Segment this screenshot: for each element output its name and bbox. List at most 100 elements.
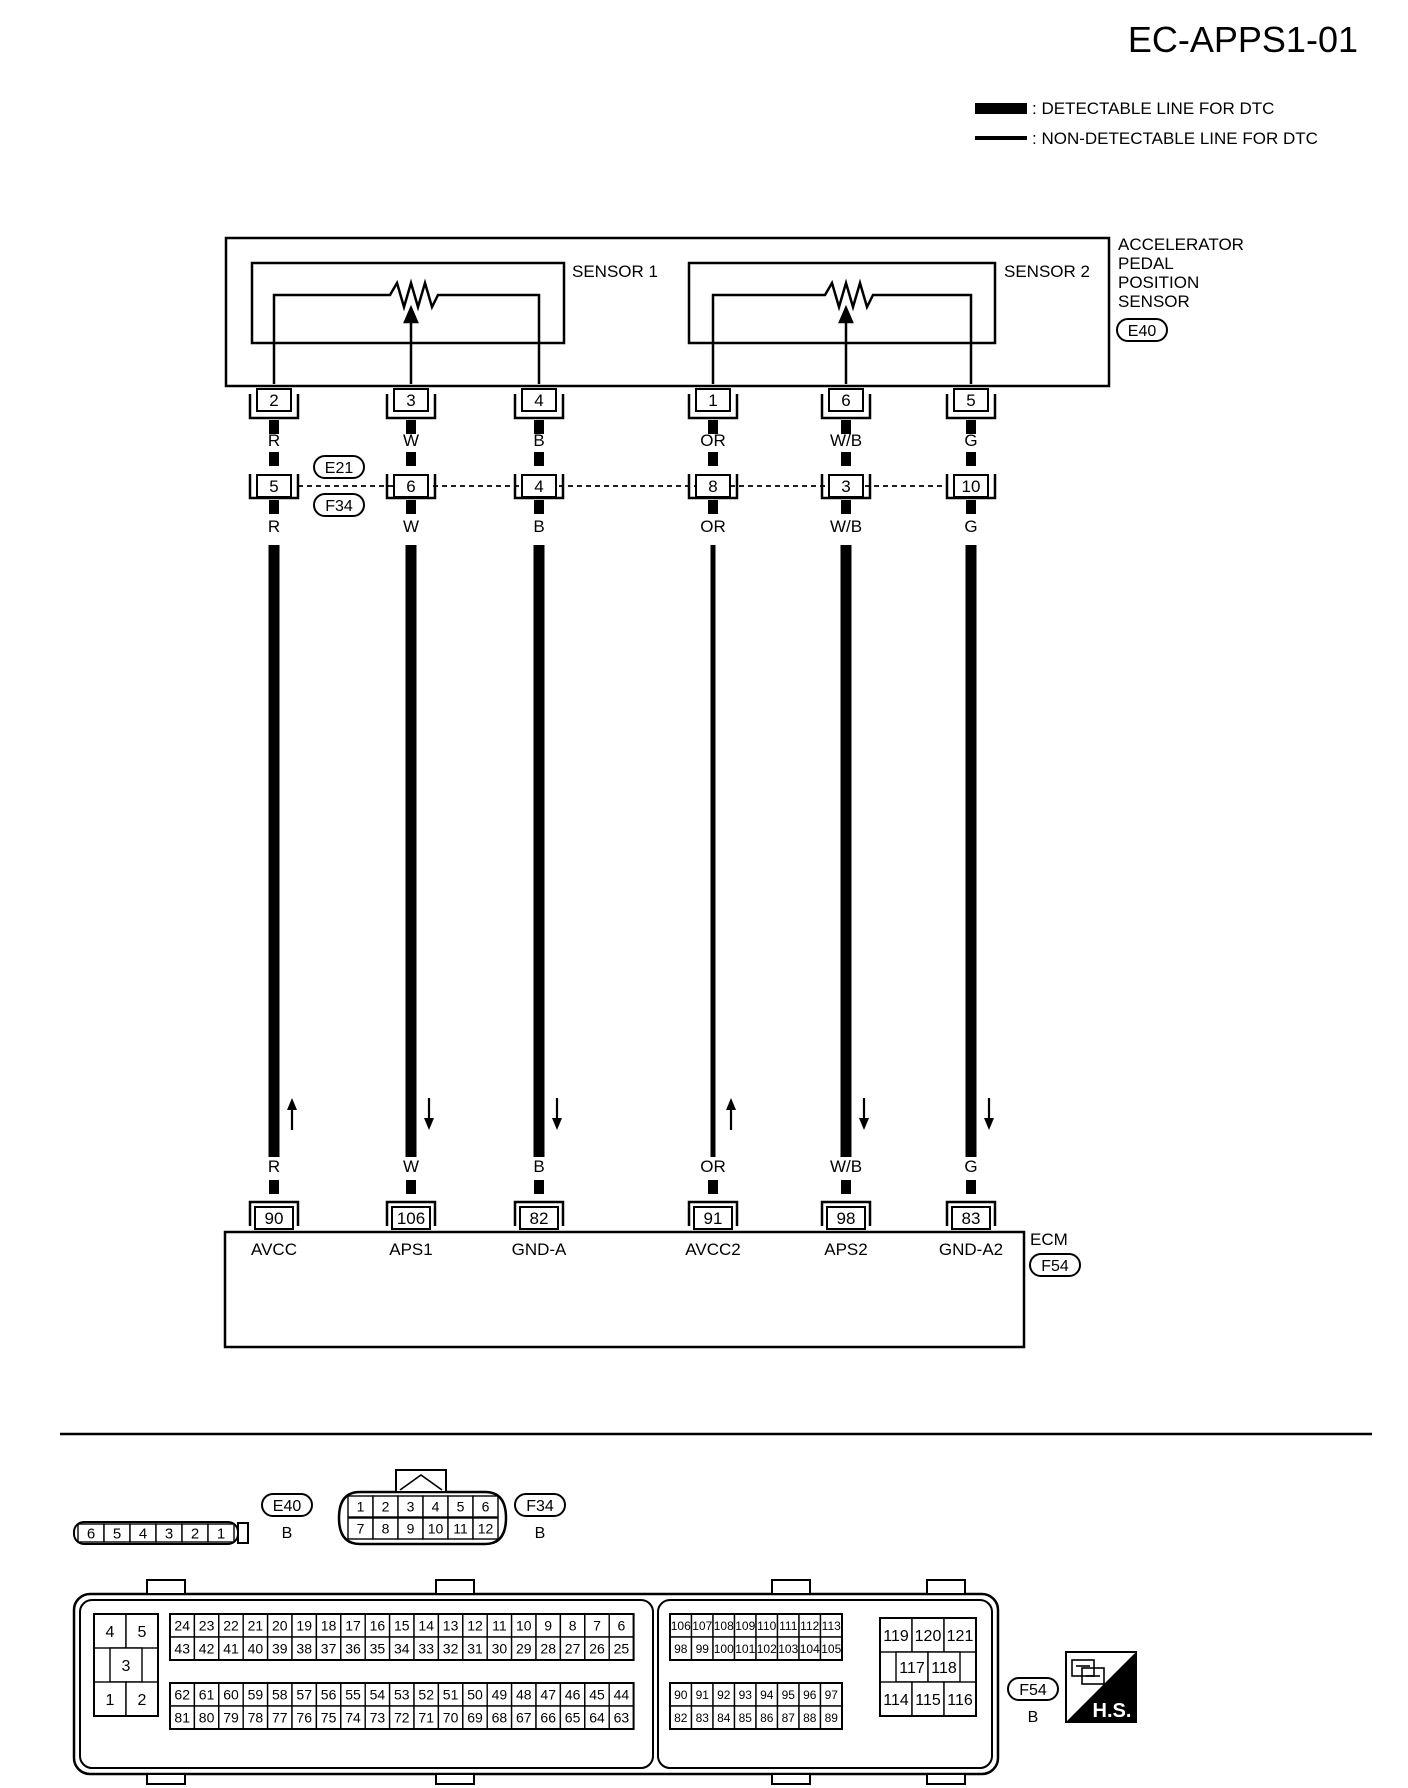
wire-color-label: B [533, 431, 544, 450]
pin-number: 36 [345, 1641, 361, 1657]
ecm-pin-box [254, 1206, 294, 1230]
pin-number: 11 [453, 1521, 468, 1537]
joint-pin-number: 5 [269, 477, 278, 496]
pin-number: 90 [674, 1688, 688, 1702]
pin-number: 56 [321, 1687, 337, 1703]
f34-key [395, 1469, 447, 1493]
f54-tab [146, 1773, 186, 1785]
joint-pin-box [393, 474, 429, 498]
pin-number: 4 [106, 1624, 115, 1641]
pin-number: 78 [248, 1710, 264, 1726]
ecm-terminal-name: APS1 [389, 1240, 432, 1259]
joint-pin-box [256, 474, 292, 498]
wire-stub [966, 1180, 976, 1194]
wire-stub [406, 1180, 416, 1194]
pin-number: 63 [614, 1710, 630, 1726]
pin-number: 40 [248, 1641, 264, 1657]
sensor-pin-box [695, 388, 731, 412]
wire-stub [269, 500, 279, 514]
ecm-connector-bracket [385, 1200, 437, 1226]
sensor-pin-box [521, 388, 557, 412]
f54-block-c-lower-frame [669, 1682, 843, 1730]
wire-color-label: OR [700, 431, 726, 450]
pin-cell [472, 1517, 499, 1540]
ecm-terminal-name: GND-A [512, 1240, 567, 1259]
f54-block-a-frame [93, 1613, 159, 1717]
pin-number: 51 [443, 1687, 459, 1703]
signal-arrow-head [984, 1118, 994, 1130]
wire-color-label: W/B [830, 517, 862, 536]
legend-detectable: : DETECTABLE LINE FOR DTC [1032, 99, 1274, 118]
pin-number: 20 [272, 1618, 288, 1634]
signal-arrow-head [859, 1118, 869, 1130]
pin-number: 7 [593, 1618, 601, 1634]
joint-badge-bottom [313, 493, 365, 517]
pin-cell [125, 1613, 159, 1649]
pin-number: 5 [457, 1499, 465, 1515]
pin-number: 69 [467, 1710, 483, 1726]
sensor-connector-bracket [687, 394, 739, 420]
pin-number: 92 [717, 1688, 731, 1702]
pin-number: 115 [915, 1692, 941, 1709]
pin-number: 98 [674, 1642, 688, 1656]
ecm-connector-label: F54 [1041, 1258, 1069, 1275]
wire-color-label: OR [700, 517, 726, 536]
pin-number: 100 [714, 1642, 734, 1656]
sensor1-frame [250, 261, 566, 345]
pin-number: 72 [394, 1710, 410, 1726]
pin-number: 91 [696, 1688, 710, 1702]
pin-number: 5 [113, 1525, 121, 1542]
pin-number: 37 [321, 1641, 337, 1657]
sensor-label-line2: PEDAL [1118, 254, 1174, 273]
signal-arrow-head [424, 1118, 434, 1130]
f54-tab [771, 1579, 811, 1595]
sensor-label-line4: SENSOR [1118, 292, 1190, 311]
pin-number: 34 [394, 1641, 410, 1657]
pin-number: 57 [296, 1687, 312, 1703]
pin-number: 22 [223, 1618, 239, 1634]
pin-number: 13 [443, 1618, 459, 1634]
pin-number: 94 [760, 1688, 774, 1702]
signal-arrow-head [726, 1098, 736, 1110]
wire-stub [534, 420, 544, 434]
pin-number: 64 [589, 1710, 605, 1726]
pin-number: 45 [589, 1687, 605, 1703]
pin-number: 66 [540, 1710, 556, 1726]
f34-key-mark [399, 1474, 443, 1491]
pin-number: 9 [544, 1618, 552, 1634]
pin-number: 73 [370, 1710, 386, 1726]
f34-name: F34 [526, 1498, 554, 1515]
wire-stub [841, 420, 851, 434]
connector-plug-icon [1071, 1659, 1105, 1685]
hs-badge-text: H.S. [1093, 1700, 1132, 1722]
wire-stub [966, 452, 976, 466]
ecm-connector-bracket [513, 1200, 565, 1226]
wire-color-label: W [403, 431, 419, 450]
sensor-pin-number: 5 [966, 391, 975, 410]
ecm-terminal-name: AVCC [251, 1240, 297, 1259]
pin-number: 30 [492, 1641, 508, 1657]
pin-number: 52 [418, 1687, 434, 1703]
pin-number: 49 [492, 1687, 508, 1703]
pin-number: 33 [418, 1641, 434, 1657]
pin-number: 24 [174, 1618, 190, 1634]
e40-name-badge [261, 1493, 313, 1517]
pin-number: 18 [321, 1618, 337, 1634]
sensor1-resistor [272, 278, 541, 384]
f34-color: B [535, 1525, 546, 1542]
f54-name: F54 [1019, 1682, 1047, 1699]
pin-number: 23 [199, 1618, 215, 1634]
wire-group: 2R5RR90AVCC3W6WW106APS14B4BB82GND-A1OR8O… [248, 388, 1003, 1259]
pin-number: 15 [394, 1618, 410, 1634]
joint-badge-top [313, 455, 365, 479]
ecm-pin-box [391, 1206, 431, 1230]
sensor-pin-number: 3 [406, 391, 415, 410]
pin-number: 41 [223, 1641, 239, 1657]
f54-tab [146, 1579, 186, 1595]
wire-run [533, 545, 545, 1157]
wire-stub [708, 420, 718, 434]
pin-number: 121 [947, 1628, 974, 1645]
pin-number: 81 [174, 1710, 190, 1726]
